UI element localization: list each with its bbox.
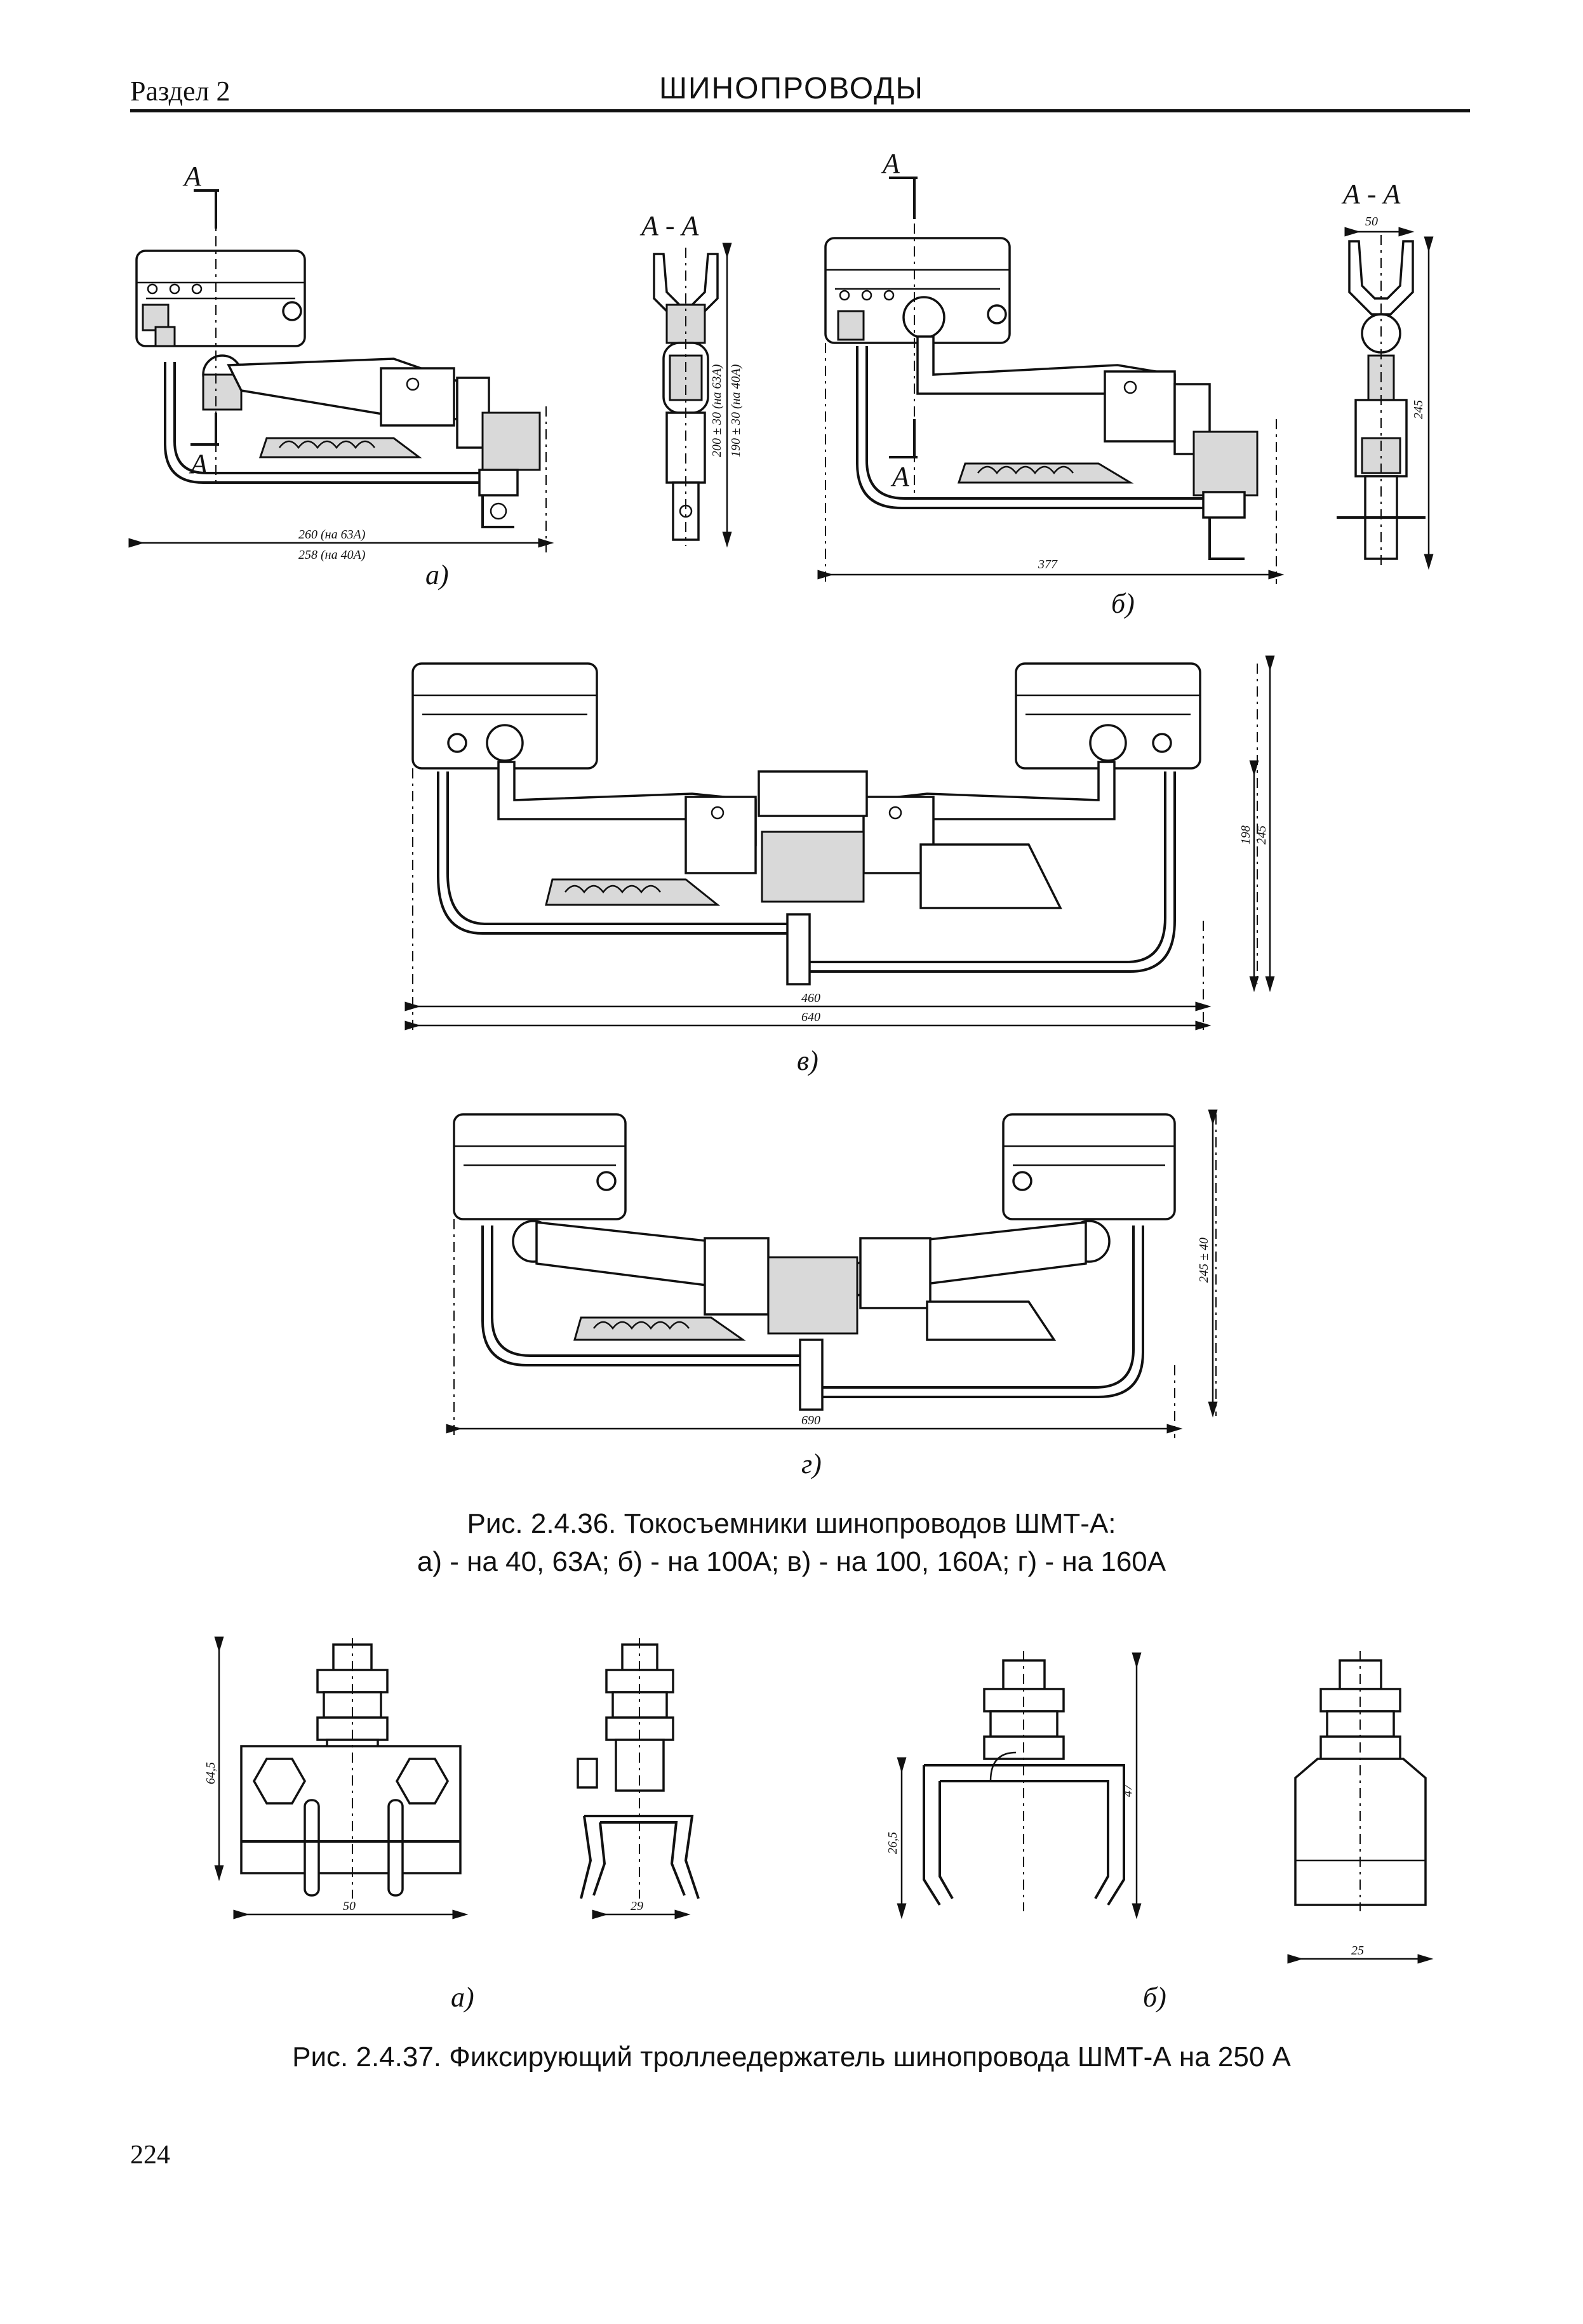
figure-36-caption-line1: Рис. 2.4.36. Токосъемники шинопроводов Ш… bbox=[467, 1508, 1116, 1539]
section-label: Раздел 2 bbox=[130, 76, 230, 107]
dim-fig36-b-top: 50 bbox=[1365, 215, 1378, 229]
figure-37-caption: Рис. 2.4.37. Фиксирующий троллеедержател… bbox=[292, 2041, 1291, 2073]
drawing-fig36-g: 245 ± 40 690 bbox=[446, 1109, 1218, 1438]
drawing-fig37-a-side: 29 bbox=[577, 1638, 700, 1920]
dim-fig36-v-width-1: 460 bbox=[801, 991, 820, 1005]
dim-fig36-v-height-2: 245 bbox=[1255, 825, 1269, 845]
dim-fig37-b-height-2: 47 bbox=[1121, 1784, 1135, 1797]
page-title: ШИНОПРОВОДЫ bbox=[659, 72, 924, 105]
dim-fig36-g-width: 690 bbox=[801, 1413, 820, 1427]
dim-fig36-a-height-1: 200 ± 30 (на 63А) bbox=[710, 364, 724, 457]
section-mark-b-bottom: А bbox=[890, 461, 910, 492]
section-mark-a-top: А bbox=[182, 161, 202, 192]
sublabel-fig36-a: а) bbox=[425, 559, 449, 591]
dim-fig37-b-width: 25 bbox=[1351, 1944, 1364, 1958]
figure-36-caption-line2: а) - на 40, 63А; б) - на 100А; в) - на 1… bbox=[417, 1546, 1166, 1577]
dim-fig37-b-height-1: 26,5 bbox=[886, 1832, 900, 1854]
dim-fig36-a-width-1: 260 (на 63А) bbox=[298, 528, 366, 542]
dim-fig36-b-height: 245 bbox=[1412, 400, 1426, 419]
section-view-a: А - А bbox=[639, 210, 700, 241]
dim-fig37-a-width: 50 bbox=[343, 1899, 356, 1913]
dim-fig36-b-width: 377 bbox=[1038, 558, 1058, 571]
dim-fig37-a-side: 29 bbox=[631, 1899, 643, 1913]
sublabel-fig36-g: г) bbox=[801, 1448, 822, 1479]
sublabel-fig37-a: а) bbox=[451, 1982, 474, 2013]
dim-fig36-v-height-1: 198 bbox=[1239, 825, 1253, 845]
drawing-fig36-a-side: А А 260 (на 63А) 258 (на 40А) bbox=[128, 161, 554, 562]
drawing-fig36-v: 198 245 460 640 bbox=[404, 655, 1275, 1035]
drawing-fig36-b-side: А А 377 bbox=[817, 148, 1285, 584]
section-view-b: А - А bbox=[1341, 178, 1401, 210]
dim-fig36-v-width-2: 640 bbox=[801, 1010, 820, 1024]
drawing-fig37-a-front: 64,5 50 bbox=[204, 1636, 469, 1920]
dim-fig37-a-height: 64,5 bbox=[204, 1762, 218, 1784]
sublabel-fig36-b: б) bbox=[1111, 588, 1135, 619]
drawing-fig37-b-side: 25 bbox=[1287, 1651, 1434, 1964]
dim-fig36-g-height: 245 ± 40 bbox=[1197, 1238, 1211, 1283]
dim-fig36-a-height-2: 190 ± 30 (на 40А) bbox=[729, 364, 743, 457]
drawing-fig37-b-front: 26,5 47 bbox=[886, 1651, 1142, 1920]
dim-fig36-a-width-2: 258 (на 40А) bbox=[298, 548, 366, 562]
header-rule bbox=[130, 109, 1470, 112]
drawing-fig36-a-section: А - А 200 ± 30 (на 63А) 190 ± 30 (на 40А… bbox=[639, 210, 743, 548]
sublabel-fig37-b: б) bbox=[1143, 1982, 1166, 2013]
section-mark-b-top: А bbox=[881, 148, 900, 179]
section-mark-a-bottom: А bbox=[189, 448, 208, 479]
drawing-fig36-b-section: А - А 50 245 bbox=[1337, 178, 1434, 570]
sublabel-fig36-v: в) bbox=[797, 1045, 818, 1076]
page-number: 224 bbox=[130, 2140, 170, 2170]
